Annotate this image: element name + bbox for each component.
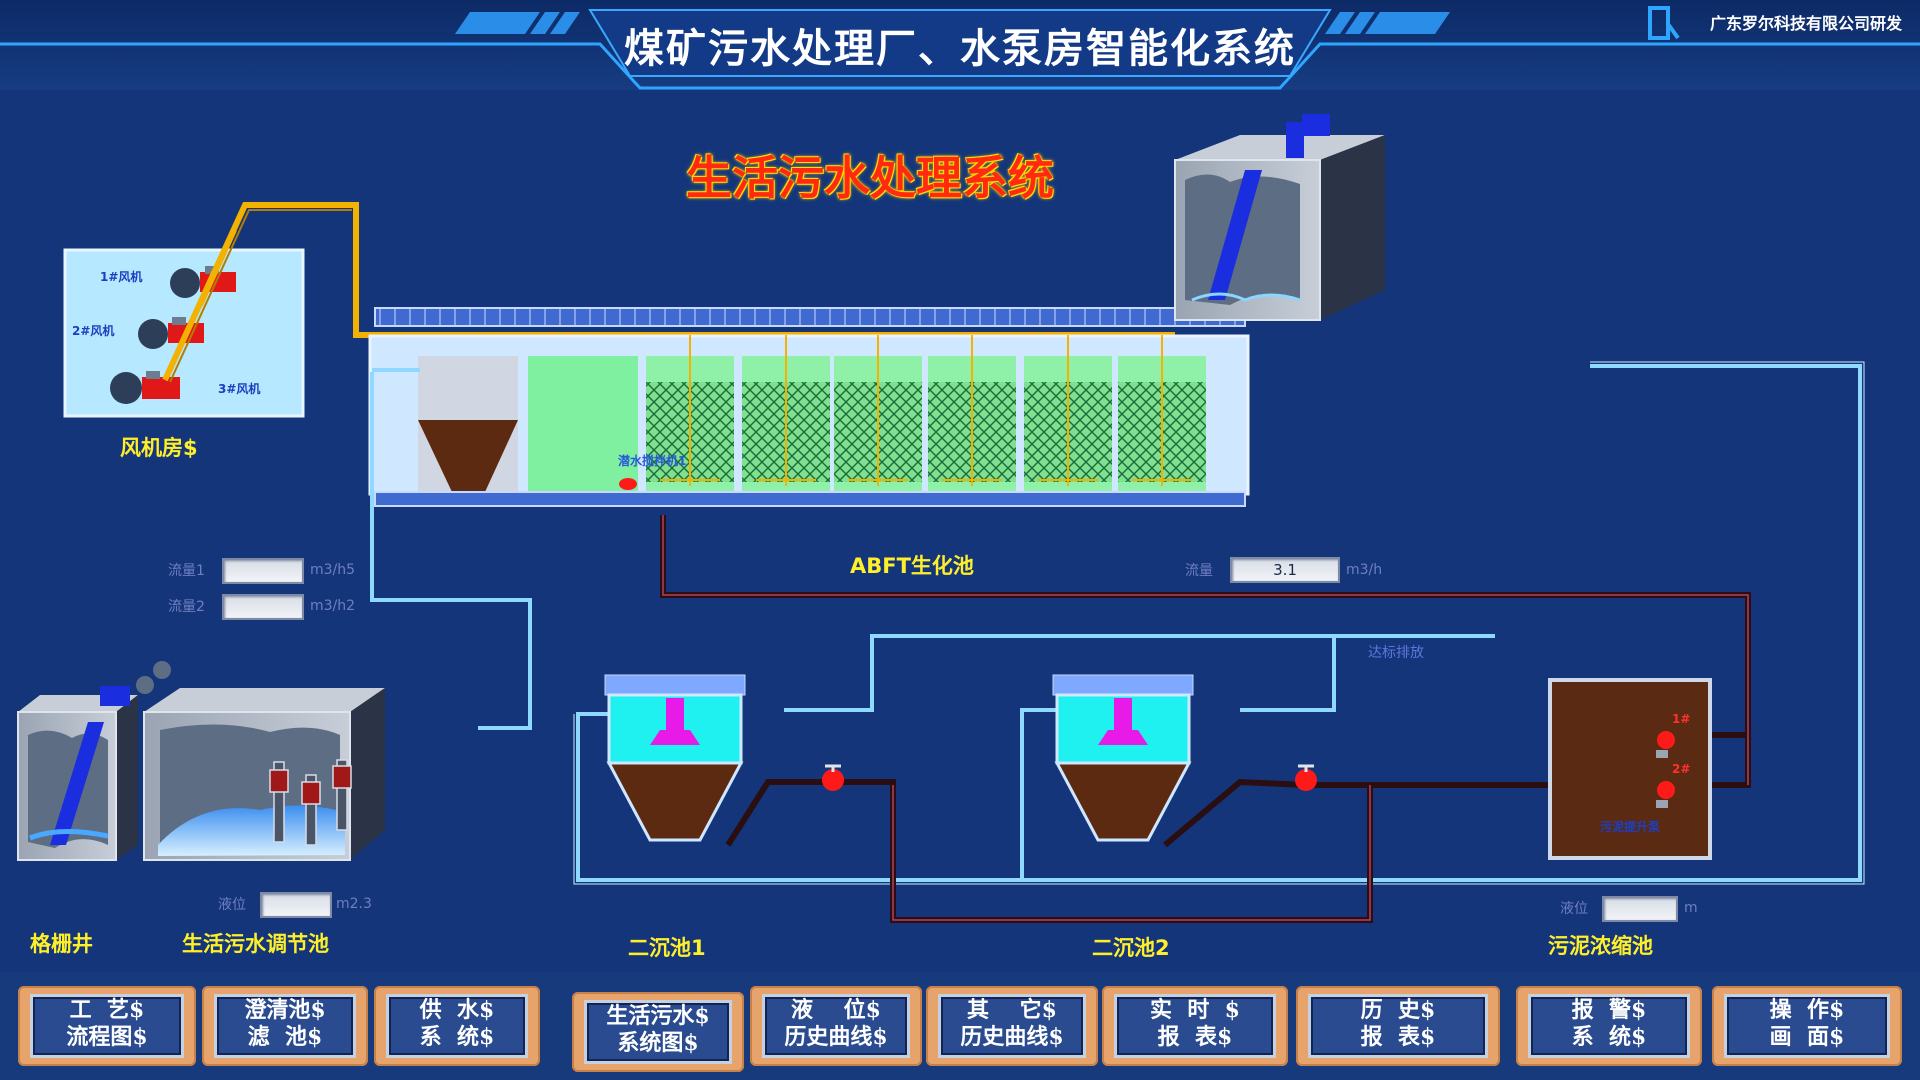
- company-logo-icon: [1648, 6, 1680, 40]
- nav-realtime-report-button[interactable]: 实 时 $报 表$: [1102, 986, 1288, 1066]
- company-name: 广东罗尔科技有限公司研发: [1709, 14, 1902, 33]
- abft-label: ABFT生化池: [850, 554, 974, 578]
- clarifier-1-tank: [604, 674, 746, 842]
- sludge-pump-2-icon[interactable]: [1656, 781, 1675, 808]
- regulating-pool-label: 生活污水调节池: [182, 932, 329, 956]
- sludge-valve-1-icon[interactable]: [822, 764, 844, 791]
- nav-history-report-button[interactable]: 历 史$报 表$: [1296, 986, 1500, 1066]
- abft-cell-anoxic: [528, 356, 638, 492]
- sludge-pipe-highlight: [662, 515, 1749, 921]
- pool-level-unit: m2.3: [336, 896, 372, 912]
- clarifier-2-tank: [1052, 674, 1194, 842]
- grid-well-tank: [17, 695, 138, 861]
- sludge-pump-1-label: 1#: [1672, 712, 1691, 726]
- grid-drive-icon[interactable]: [100, 661, 171, 706]
- fan-1-label: 1#风机: [100, 270, 143, 284]
- flow-1-value: [222, 558, 304, 584]
- fan-2-label: 2#风机: [72, 324, 115, 338]
- abft-base: [374, 491, 1246, 507]
- screen-drive-icon[interactable]: [1286, 114, 1330, 158]
- effluent-pipe-edge: [573, 361, 1865, 885]
- abft-walkway: [374, 307, 1246, 327]
- discharge-label: 达标排放: [1368, 645, 1424, 661]
- nav-process-flow-button[interactable]: 工 艺$流程图$: [18, 986, 196, 1066]
- nav-operation-screen-button[interactable]: 操 作$画 面$: [1712, 986, 1902, 1066]
- system-title: 生活污水处理系统: [686, 151, 1054, 205]
- flow-2-value: [222, 594, 304, 620]
- flow-1-unit: m3/h5: [310, 562, 356, 578]
- header-stripes-left: [455, 12, 580, 34]
- abft-hopper-sludge: [418, 420, 518, 492]
- nav-water-supply-button[interactable]: 供 水$系 统$: [374, 986, 540, 1066]
- header-stripes-right: [1325, 12, 1450, 34]
- flow-2-unit: m3/h2: [310, 598, 356, 614]
- sludge-level-unit: m: [1684, 900, 1698, 916]
- sludge-level-value: [1602, 896, 1678, 922]
- flow-3-value: 3.1: [1230, 557, 1340, 583]
- nav-alarm-system-button[interactable]: 报 警$系 统$: [1516, 986, 1702, 1066]
- clarifier-1-label: 二沉池1: [628, 936, 706, 960]
- abft-air-drops: [660, 335, 1192, 486]
- mixer-label: 潜水搅拌机1: [618, 454, 687, 468]
- header-title-plate: [588, 9, 1332, 77]
- flow-1-label: 流量1: [168, 563, 205, 579]
- inlet-screen-tank: [1174, 135, 1385, 321]
- air-pipe-shadow: [169, 209, 352, 383]
- grid-well-label: 格栅井: [30, 932, 93, 956]
- blower-3-icon[interactable]: [110, 371, 180, 404]
- flow-3-unit: m3/h: [1346, 562, 1383, 578]
- nav-level-history-button[interactable]: 液 位$历史曲线$: [750, 986, 922, 1066]
- pool-level-label: 液位: [218, 897, 246, 913]
- header-frame-line: [0, 42, 1920, 90]
- pool-level-value: [260, 892, 332, 918]
- mixer-icon[interactable]: [619, 478, 637, 490]
- sludge-level-label: 液位: [1560, 901, 1588, 917]
- sludge-pump-label: 污泥提升泵: [1600, 820, 1661, 834]
- clarifier-2-label: 二沉池2: [1092, 936, 1170, 960]
- nav-clarifier-filter-button[interactable]: 澄清池$滤 池$: [202, 986, 368, 1066]
- page-title: 煤矿污水处理厂、水泵房智能化系统: [624, 25, 1296, 72]
- sludge-pump-1-icon[interactable]: [1656, 731, 1675, 758]
- nav-sewage-system-button[interactable]: 生活污水$系统图$: [572, 992, 744, 1072]
- sludge-thickener-tank: [1548, 678, 1712, 860]
- sludge-valve-2-icon[interactable]: [1295, 764, 1317, 791]
- nav-other-history-button[interactable]: 其 它$历史曲线$: [926, 986, 1098, 1066]
- fan-3-label: 3#风机: [218, 382, 261, 396]
- flow-3-label: 流量: [1185, 563, 1213, 579]
- sludge-pump-2-label: 2#: [1672, 762, 1691, 776]
- fan-room-link[interactable]: 风机房$: [120, 436, 198, 460]
- lift-pump-icons[interactable]: [269, 759, 352, 846]
- flow-2-label: 流量2: [168, 599, 205, 615]
- sludge-thickener-label: 污泥浓缩池: [1548, 934, 1653, 958]
